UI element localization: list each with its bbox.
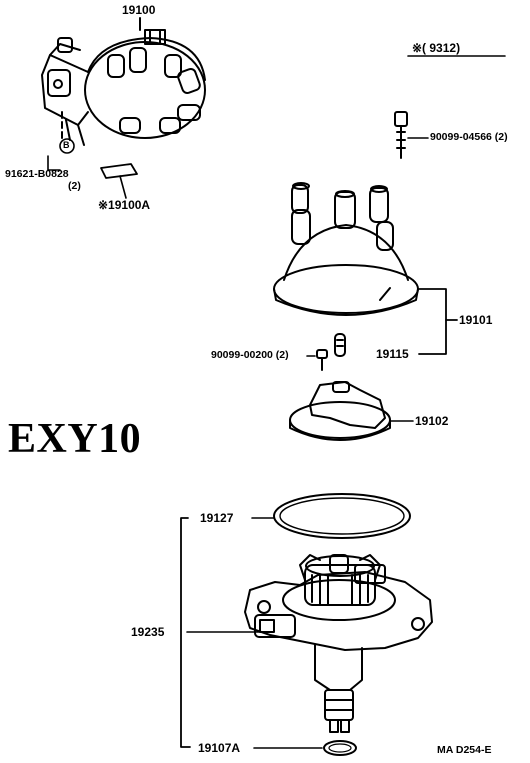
part-label-19107A[interactable]: 19107A [198,741,241,755]
callout-b-letter: B [63,140,70,150]
part-label-91621-qty: (2) [68,180,81,192]
screw-90099-00200[interactable] [306,349,328,371]
housing-19235[interactable] [186,554,433,733]
revision-note: ※( 9312) [412,41,461,55]
part-label-91621-B0828[interactable]: 91621-B0828 [5,168,69,180]
part-label-90099-04566[interactable]: 90099-04566 (2) [430,131,508,143]
part-label-19101[interactable]: 19101 [459,313,493,327]
callout-b-circle [59,138,75,154]
carbon-brush-19115[interactable] [334,333,346,357]
label-plate-19100A[interactable] [100,163,138,179]
distributor-assembly-19100[interactable] [41,17,206,146]
part-label-90099-00200[interactable]: 90099-00200 (2) [211,349,289,361]
part-label-19127[interactable]: 19127 [200,511,234,525]
part-label-19100A[interactable]: ※19100A [98,198,151,212]
o-ring-19107A[interactable] [323,740,357,756]
screw-90099-04566[interactable] [394,111,429,159]
rotor-19102[interactable] [289,381,414,441]
footer-code: MA D254-E [437,744,492,756]
o-ring-19127[interactable] [273,493,411,539]
part-label-19115[interactable]: 19115 [376,347,409,361]
part-label-19100[interactable]: 19100 [122,3,156,17]
distributor-cap-19101[interactable] [273,182,419,316]
part-label-19102[interactable]: 19102 [415,414,449,428]
part-label-19235[interactable]: 19235 [131,625,165,639]
model-code: EXY10 [8,416,142,462]
